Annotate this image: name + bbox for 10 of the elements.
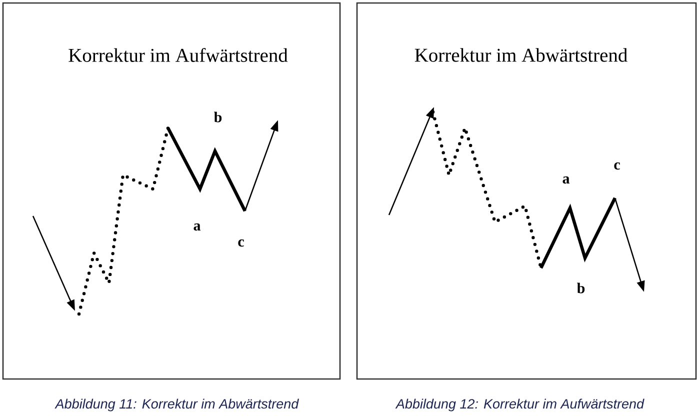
wave-label: c xyxy=(238,239,244,247)
wave-label: b xyxy=(577,282,585,294)
figure-caption: Abbildung 12: Korrektur im Aufwärtstrend xyxy=(395,398,644,412)
wave-label: a xyxy=(562,176,570,184)
figure-caption: Abbildung 11: Korrektur im Abwärtstrend xyxy=(54,398,299,412)
panel-title: Korrektur im Aufwärtstrend xyxy=(68,48,288,62)
wave-label: b xyxy=(214,112,222,122)
wave-label: c xyxy=(614,162,620,170)
panel-title: Korrektur im Abwärtstrend xyxy=(414,48,628,62)
wave-label: a xyxy=(194,223,201,231)
